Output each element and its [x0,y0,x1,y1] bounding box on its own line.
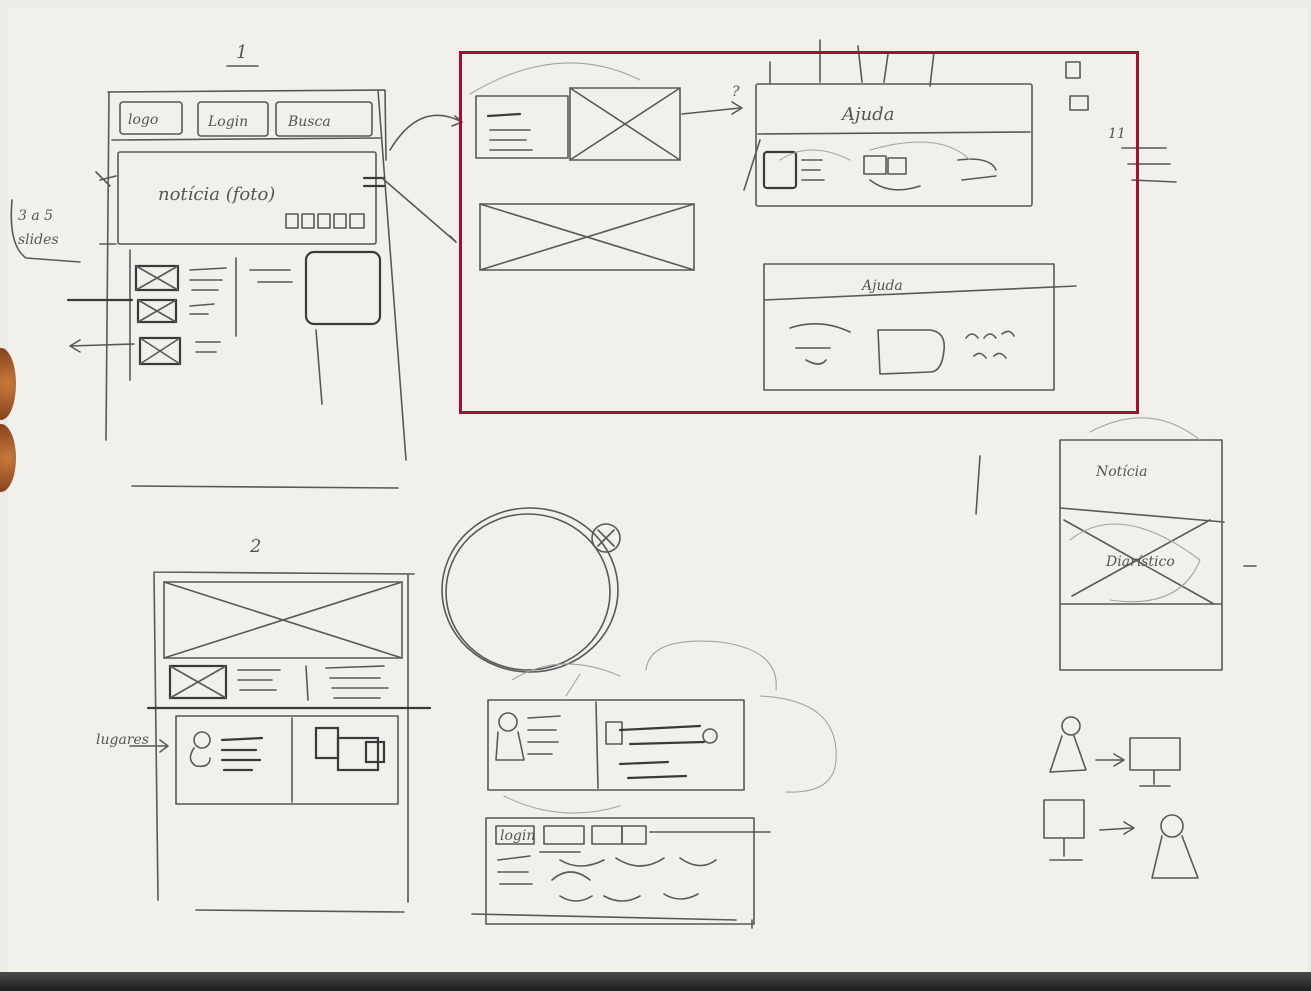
diaristico-label: Diarístico [1105,554,1175,570]
sketch-2-wireframe: 2 lugares [96,536,430,912]
tab-logo-label: logo [128,112,158,128]
tab-busca-label: Busca [287,114,331,130]
lugares-note: lugares [96,732,149,748]
highlight-frame [459,51,1139,414]
slides-note-line1: 3 a 5 [18,208,53,224]
noticia-label: Notícia [1095,464,1147,480]
sketch-1-number: 1 [236,42,247,63]
sketch-noticia-wireframe: Notícia Diarístico [976,418,1256,878]
slides-note-line2: slides [18,232,59,248]
sketch-3-wireframe: login [442,508,836,928]
hero-slider-label: notícia (foto) [158,184,275,205]
sketch-2-number: 2 [249,536,261,557]
sketch-1-wireframe: 1 logo Login Busca notícia (foto) 3 a 5 … [11,42,462,488]
login-tab-small-label: login [500,828,535,844]
tab-login-label: Login [207,114,248,130]
